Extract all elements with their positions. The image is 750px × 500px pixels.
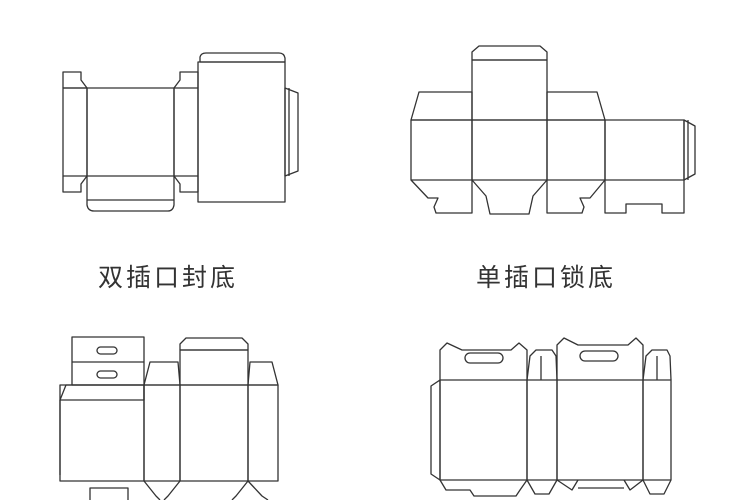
- top-panel: [180, 350, 248, 385]
- body-panel-4: [248, 385, 278, 481]
- dieline-double-tuck: [63, 53, 298, 211]
- glue-flap: [684, 120, 695, 180]
- panel-2: [472, 120, 547, 180]
- side-panel-right: [174, 88, 198, 176]
- caption-double-tuck: 双插口封底: [98, 263, 239, 292]
- hang-hole-2: [97, 371, 117, 378]
- dieline-carry-handle: [431, 338, 671, 496]
- handle-hole-right: [580, 351, 618, 361]
- dieline-lock-bottom: [411, 46, 695, 214]
- body-panel-2: [144, 385, 180, 481]
- caption-lock-bottom: 单插口锁底: [476, 263, 617, 292]
- body-panel-2: [527, 380, 557, 480]
- body-panel-1: [440, 380, 527, 480]
- body-panel-3: [180, 385, 248, 481]
- dieline-hang-tab: [60, 337, 278, 500]
- body-panel-3: [557, 380, 643, 480]
- top-tuck-flap: [200, 53, 285, 62]
- panel-1: [411, 120, 472, 180]
- panel-3: [547, 120, 605, 180]
- front-panel: [87, 88, 174, 176]
- back-panel: [198, 62, 285, 202]
- glue-flap: [285, 88, 298, 176]
- hang-hole-1: [97, 347, 117, 354]
- handle-hole-left: [465, 353, 503, 363]
- bottom-tuck-flap: [87, 176, 174, 211]
- glue-flap: [431, 380, 440, 480]
- handle-panel-left: [440, 343, 527, 380]
- top-panel: [472, 60, 547, 120]
- top-tuck: [472, 46, 547, 60]
- panel-4: [605, 120, 684, 180]
- body-panel-4: [643, 380, 671, 480]
- handle-panel-right: [557, 338, 643, 380]
- side-panel-left: [63, 88, 87, 176]
